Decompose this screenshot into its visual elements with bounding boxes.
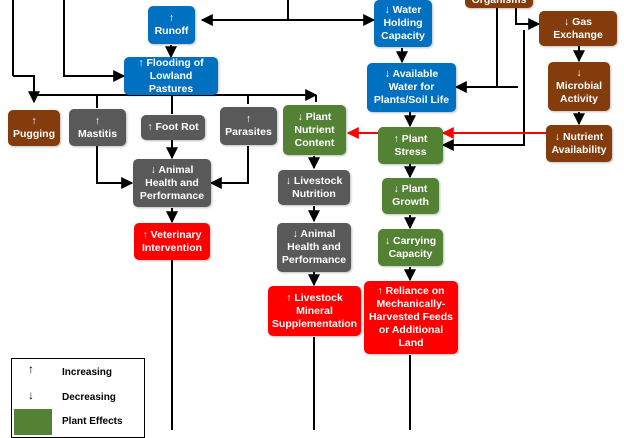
node-carrying-capacity: ↓ Carrying Capacity [378, 229, 443, 266]
edge-parasites-animalhealth [209, 146, 249, 189]
node-nutrient-availability: ↓ Nutrient Availability [546, 125, 612, 162]
node-microbial-activity: ↓ Microbial Activity [548, 62, 610, 111]
node-veterinary-intervention: ↑ Veterinary Intervention [134, 223, 210, 260]
legend-increasing-symbol: ↑ [28, 362, 34, 376]
node-parasites: ↑ Parasites [220, 107, 277, 145]
legend: ↑ Increasing ↓ Decreasing Plant Effects [11, 358, 145, 438]
legend-plant-effects-swatch [14, 409, 52, 435]
node-livestock-mineral-supplementation: ↑ Livestock Mineral Supplementation [268, 286, 361, 336]
node-reliance: ↑ Reliance on Mechanically- Harvested Fe… [364, 281, 458, 354]
node-flooding: ↑ Flooding of Lowland Pastures [124, 57, 218, 95]
node-plant-stress: ↑ Plant Stress [378, 127, 443, 164]
node-pugging: ↑ Pugging [8, 110, 60, 146]
edge-mastitis-animalhealth [96, 146, 134, 189]
node-animal-health-1: ↓ Animal Health and Performance [133, 159, 211, 207]
edge-left-to-flooding [63, 0, 126, 82]
legend-decreasing-symbol: ↓ [28, 388, 34, 402]
node-water-holding-capacity: ↓ Water Holding Capacity [374, 0, 432, 47]
node-gas-exchange: ↓ Gas Exchange [539, 11, 617, 46]
node-plant-nutrient-content: ↓ Plant Nutrient Content [283, 105, 346, 155]
edge-border-pugging [13, 75, 40, 104]
node-runoff: ↑ Runoff [148, 6, 195, 44]
node-available-water: ↓ Available Water for Plants/Soil Life [367, 63, 456, 112]
node-animal-health-2: ↓ Animal Health and Performance [277, 223, 351, 272]
legend-increasing-label: Increasing [62, 367, 113, 378]
node-livestock-nutrition: ↓ Livestock Nutrition [278, 170, 350, 205]
edge-right-to-plantstress [441, 30, 525, 151]
edge-top-to-gas [515, 0, 541, 30]
node-foot-rot: ↑ Foot Rot [141, 115, 205, 140]
node-organisms: Organisms [465, 0, 533, 8]
legend-decreasing-label: Decreasing [62, 392, 116, 403]
legend-plant-effects-label: Plant Effects [62, 416, 123, 427]
node-plant-growth: ↓ Plant Growth [382, 178, 439, 214]
node-mastitis: ↑ Mastitis [69, 109, 126, 146]
edge-top-to-runoff [200, 0, 289, 26]
edge-organisms-availablewater [454, 8, 498, 93]
